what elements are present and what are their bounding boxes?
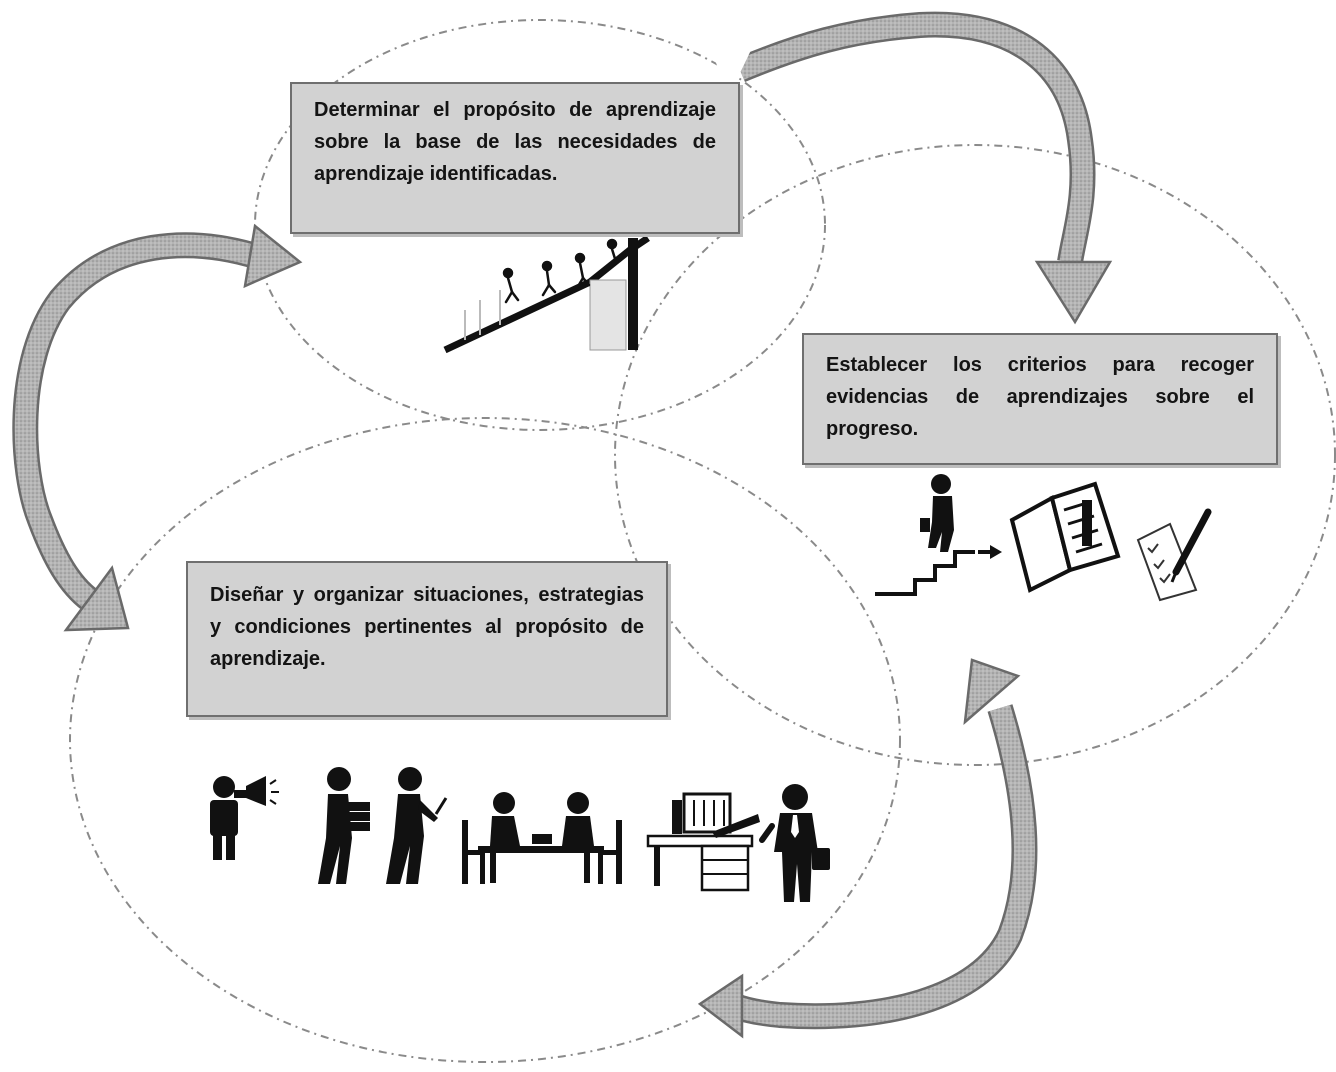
arrow-criteria-to-design: [697, 658, 1038, 1039]
step-criteria-text: Establecer los criterios para recoger ev…: [826, 354, 1254, 440]
step-purpose-box: Determinar el propósito de aprendizaje s…: [290, 82, 740, 234]
step-design-box: Diseñar y organizar situaciones, estrate…: [186, 561, 668, 717]
ellipse-design: [69, 417, 901, 1063]
office-desk-with-computer-icon: [646, 792, 760, 892]
person-writing-icon: [386, 767, 448, 884]
open-book-icon: [1009, 481, 1121, 593]
step-criteria-box: Establecer los criterios para recoger ev…: [802, 333, 1278, 465]
ellipse-criteria: [614, 144, 1336, 766]
step-purpose-text: Determinar el propósito de aprendizaje s…: [314, 99, 716, 185]
arrow-design-to-purpose: [12, 223, 303, 632]
arrow-purpose-to-criteria: [710, 11, 1113, 325]
people-meeting-at-table-icon: [462, 792, 622, 884]
person-carrying-books-icon: [318, 767, 370, 884]
megaphone-speaker-icon: [210, 776, 279, 860]
checklist-with-pencil-icon: [1136, 508, 1212, 602]
step-design-text: Diseñar y organizar situaciones, estrate…: [210, 584, 644, 670]
businessman-with-briefcase-icon: [759, 784, 830, 902]
person-climbing-stairs-icon: [875, 474, 1002, 596]
people-climbing-slope-icon: [443, 235, 650, 354]
